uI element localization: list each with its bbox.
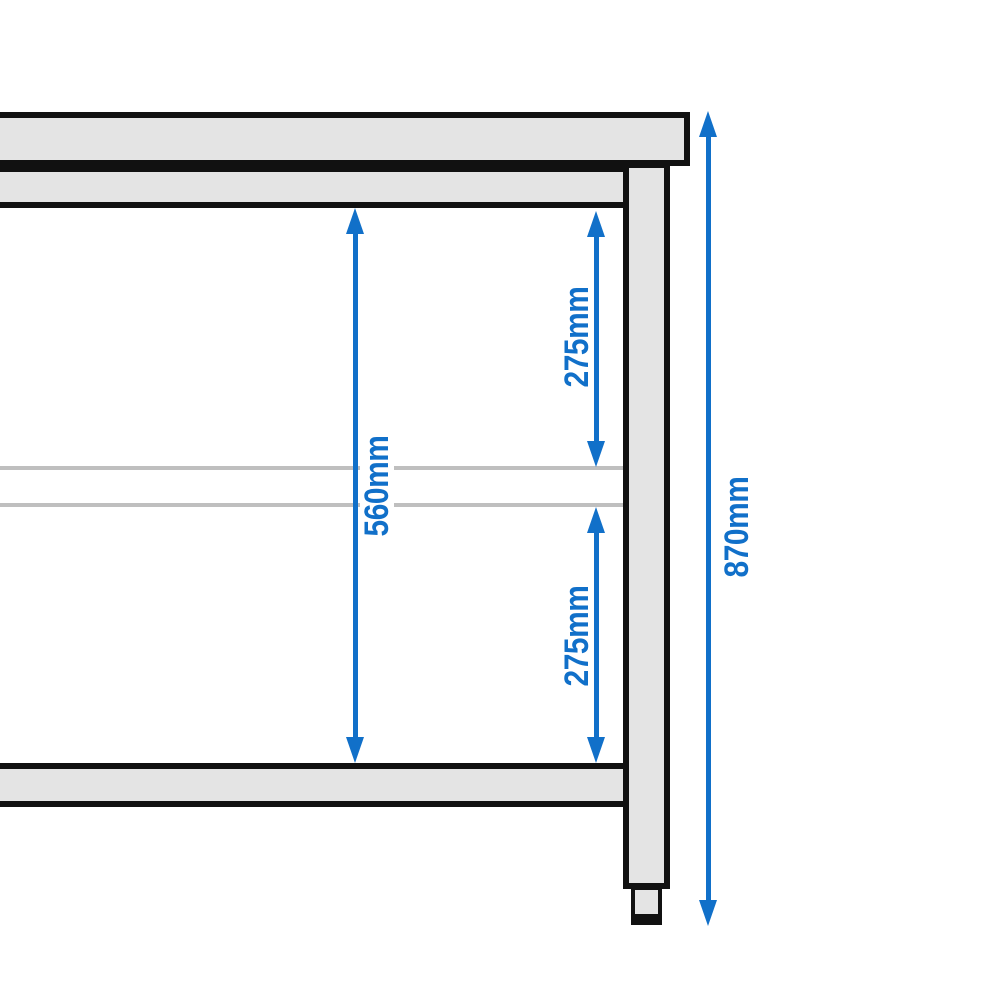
arrow-down-icon bbox=[699, 900, 717, 926]
dimension-label-clear-inner-height: 560mm bbox=[358, 430, 396, 542]
arrow-shaft bbox=[593, 527, 599, 743]
arrow-up-icon bbox=[587, 211, 605, 237]
dimension-label-overall-height: 870mm bbox=[718, 471, 756, 583]
arrow-down-icon bbox=[587, 441, 605, 467]
bottom-shelf bbox=[0, 763, 629, 807]
arrow-up-icon bbox=[346, 208, 364, 234]
table-leg bbox=[623, 162, 670, 889]
arrow-down-icon bbox=[587, 737, 605, 763]
dimension-arrow-clear-inner-height bbox=[346, 208, 364, 763]
arrow-down-icon bbox=[346, 737, 364, 763]
arrow-up-icon bbox=[699, 111, 717, 137]
dimension-label-lower-compartment: 275mm bbox=[558, 580, 596, 692]
mid-shelf-top-edge bbox=[0, 466, 629, 470]
arrow-shaft bbox=[352, 228, 358, 743]
dimension-label-upper-compartment: 275mm bbox=[558, 281, 596, 393]
dimension-arrow-upper-compartment bbox=[587, 211, 605, 467]
dimension-arrow-overall-height bbox=[699, 111, 717, 926]
table-worktop bbox=[0, 112, 690, 166]
table-upper-rail bbox=[0, 166, 629, 208]
arrow-shaft bbox=[705, 131, 711, 906]
arrow-shaft bbox=[593, 231, 599, 447]
leg-adjustable-foot bbox=[631, 886, 662, 925]
mid-shelf-bottom-edge bbox=[0, 503, 629, 507]
arrow-up-icon bbox=[587, 507, 605, 533]
dimension-arrow-lower-compartment bbox=[587, 507, 605, 763]
